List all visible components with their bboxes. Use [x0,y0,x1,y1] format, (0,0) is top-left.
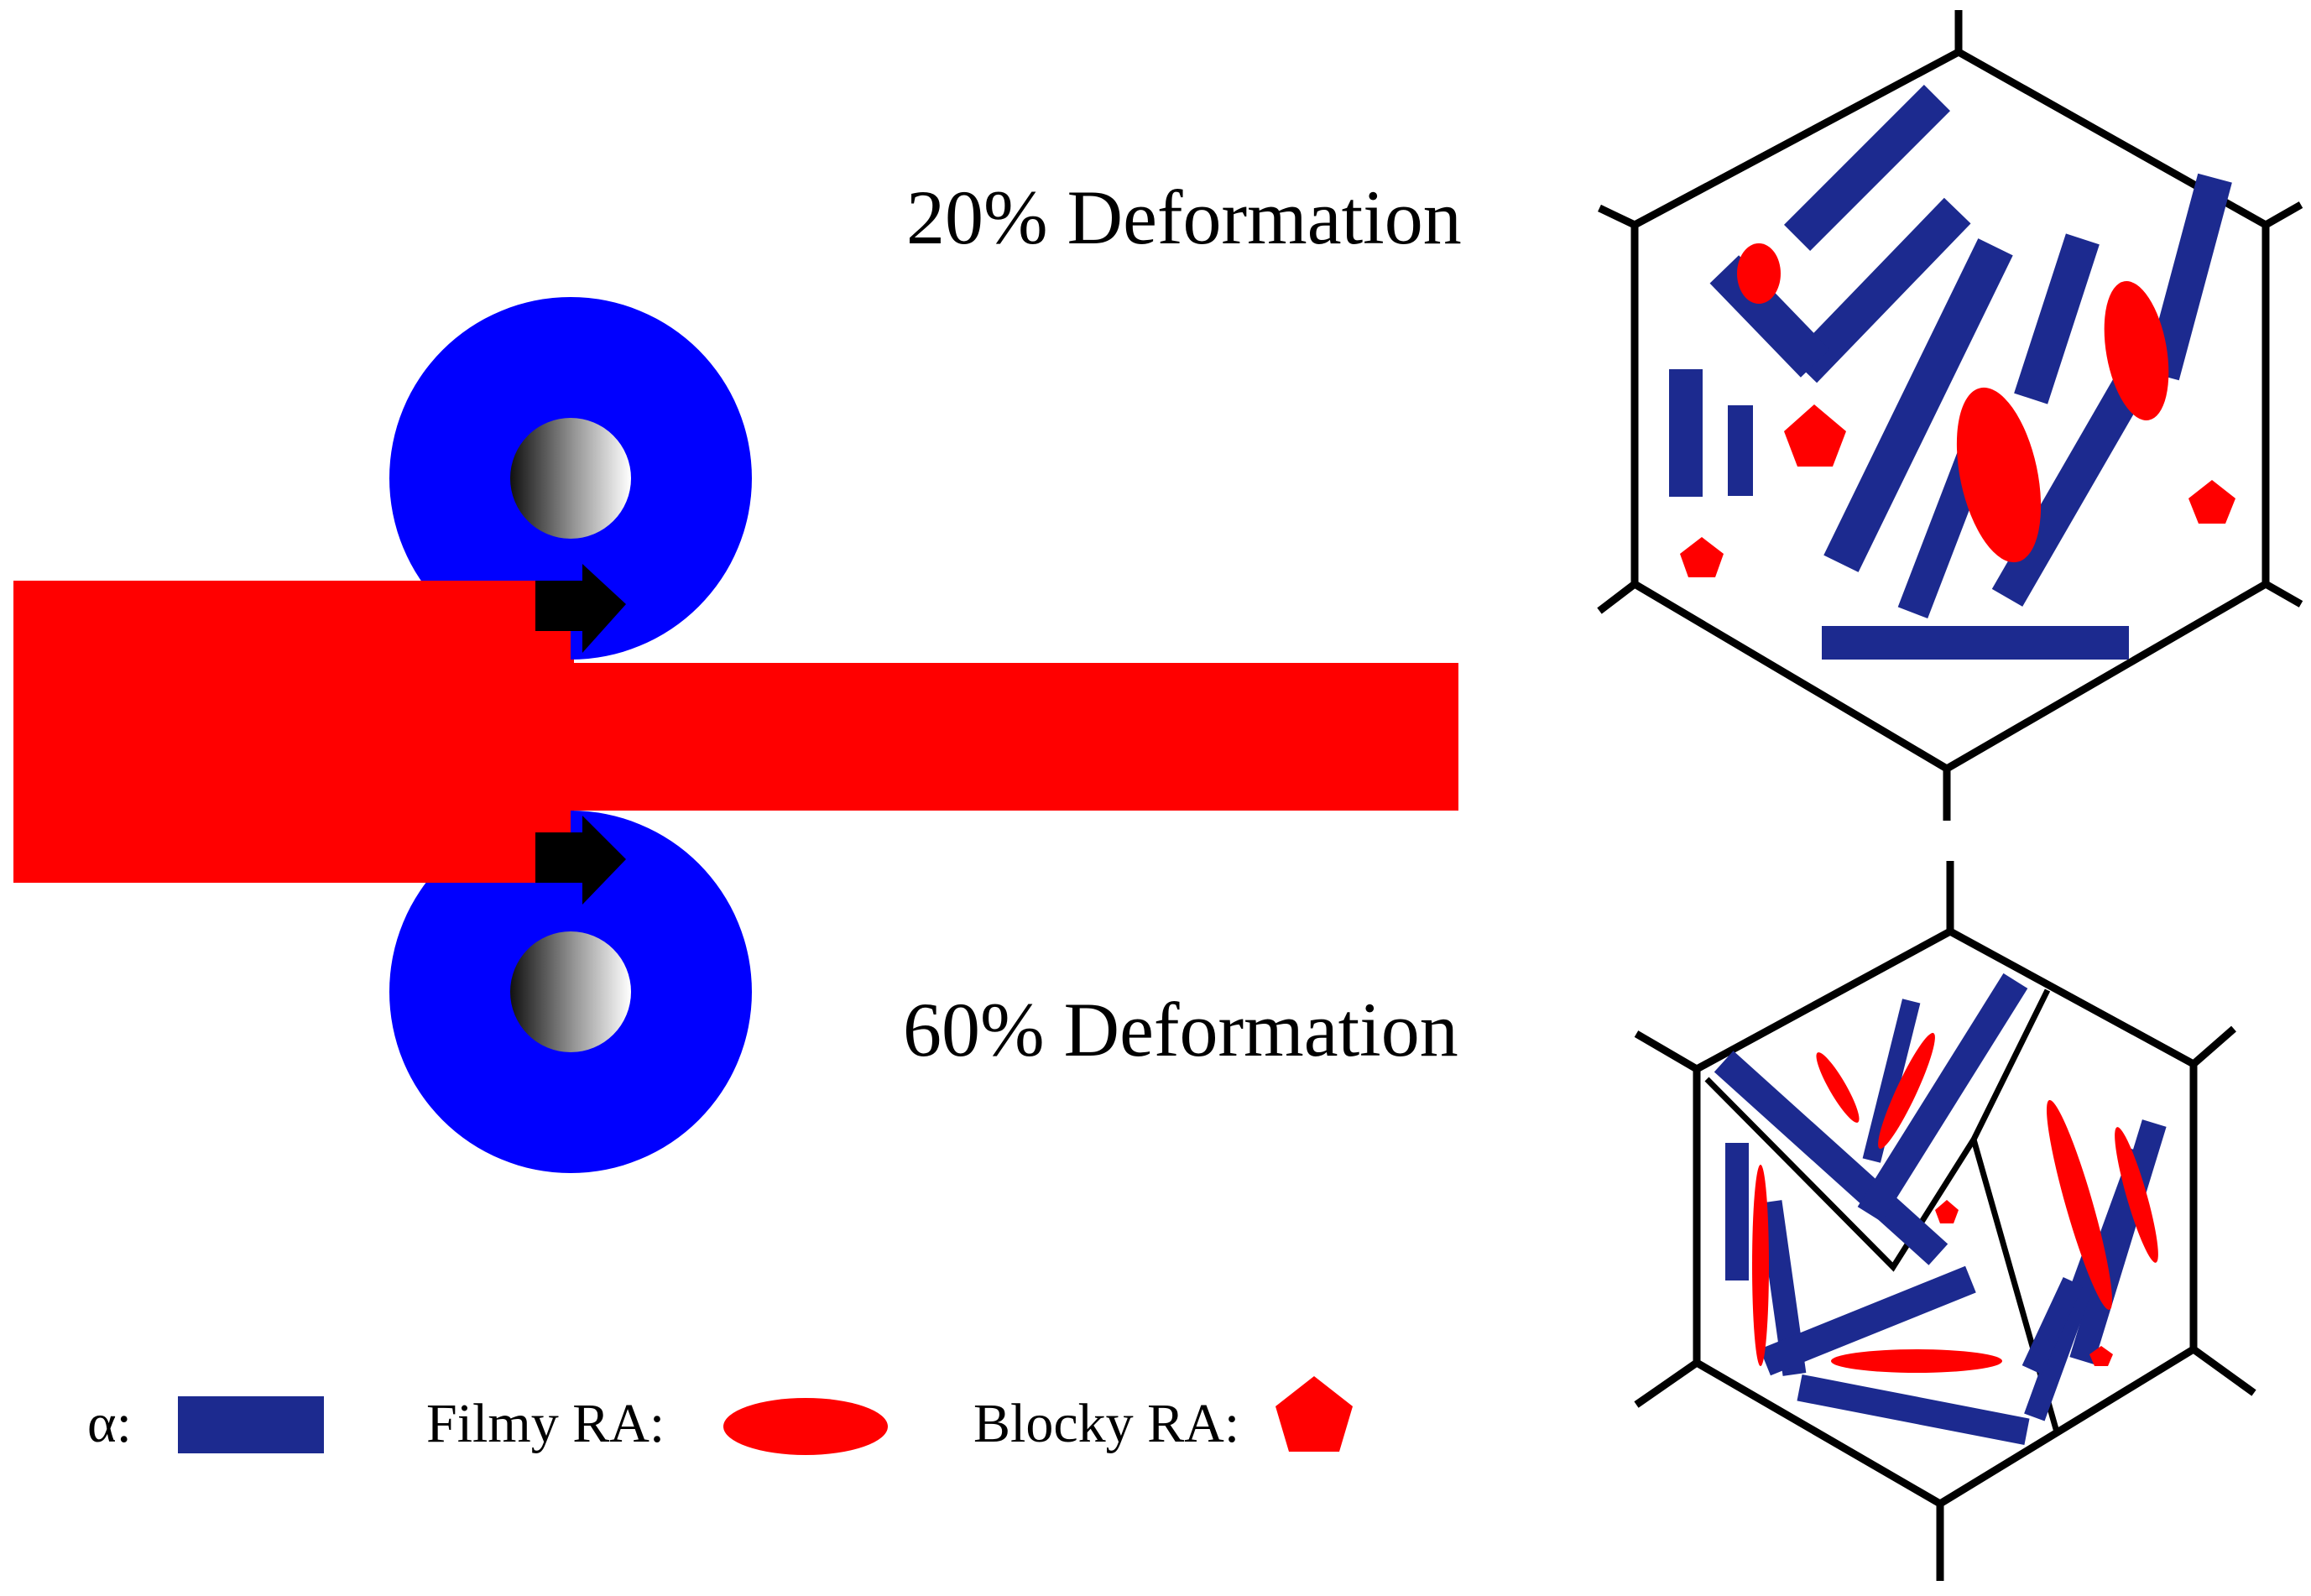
blocky-ra [2188,480,2235,524]
blocky-ra [1680,537,1724,577]
grain-boundaries-20 [1597,10,2303,821]
legend-filmy-ra-label: Filmy RA: [426,1393,665,1454]
alpha-lath [2014,233,2100,404]
blocky-ra [1784,404,1846,467]
filmy-ra [1752,1165,1769,1366]
blocky-ra [1935,1200,1959,1223]
alpha-lath [1714,1051,1948,1265]
filmy-ra [1831,1349,2002,1373]
upper-roller-axle [510,418,631,539]
alpha-lath [1797,1374,2030,1446]
grain-60-deformation [1634,861,2256,1581]
rolling-mill [13,297,1458,1173]
filmy-ra-20 [1737,243,2169,563]
alpha-lath [1728,405,1753,496]
filmy-ra [2115,1127,2158,1263]
alpha-laths-60 [1714,973,2167,1446]
alpha-lath [2024,1230,2111,1421]
alpha-lath [1725,1143,1749,1280]
filmy-ra [2047,1099,2112,1311]
alpha-lath [2145,173,2232,381]
alpha-lath [1862,999,1921,1163]
grain-boundaries-60 [1634,861,2256,1581]
filmy-ra [2104,281,2169,420]
legend-alpha-swatch [178,1396,324,1453]
lower-roller-axle [510,931,631,1052]
filmy-ra-60 [1752,1032,2158,1373]
alpha-lath [1823,238,2013,572]
blocky-ra-20 [1680,404,2235,577]
blocky-ra [2089,1346,2113,1366]
alpha-lath [1784,85,1950,251]
filmy-ra [1816,1052,1860,1123]
alpha-lath [2021,1276,2084,1375]
alpha-lath [1790,197,1971,383]
legend-blocky-ra-swatch [1275,1376,1353,1452]
rolling-direction-arrow-lower [535,816,626,905]
alpha-lath [1857,973,2028,1223]
filmy-ra [1737,243,1781,304]
label-20-deformation: 20% Deformation [906,175,1462,260]
legend-filmy-ra-swatch [723,1398,888,1455]
alpha-lath [1758,1200,1807,1376]
alpha-lath [1669,369,1703,497]
label-60-deformation: 60% Deformation [903,987,1458,1072]
blocky-ra-60 [1935,1200,2113,1366]
legend-blocky-ra-label: Blocky RA: [973,1393,1239,1454]
filmy-ra [1956,387,2042,563]
grain-20-deformation [1597,10,2303,821]
rolling-direction-arrow-upper [535,564,626,653]
filmy-ra [1878,1032,1935,1150]
legend-alpha-label: α: [87,1393,132,1454]
alpha-lath [1822,626,2129,660]
alpha-lath [1760,1265,1976,1376]
legend: α: Filmy RA: Blocky RA: [87,1376,1353,1455]
